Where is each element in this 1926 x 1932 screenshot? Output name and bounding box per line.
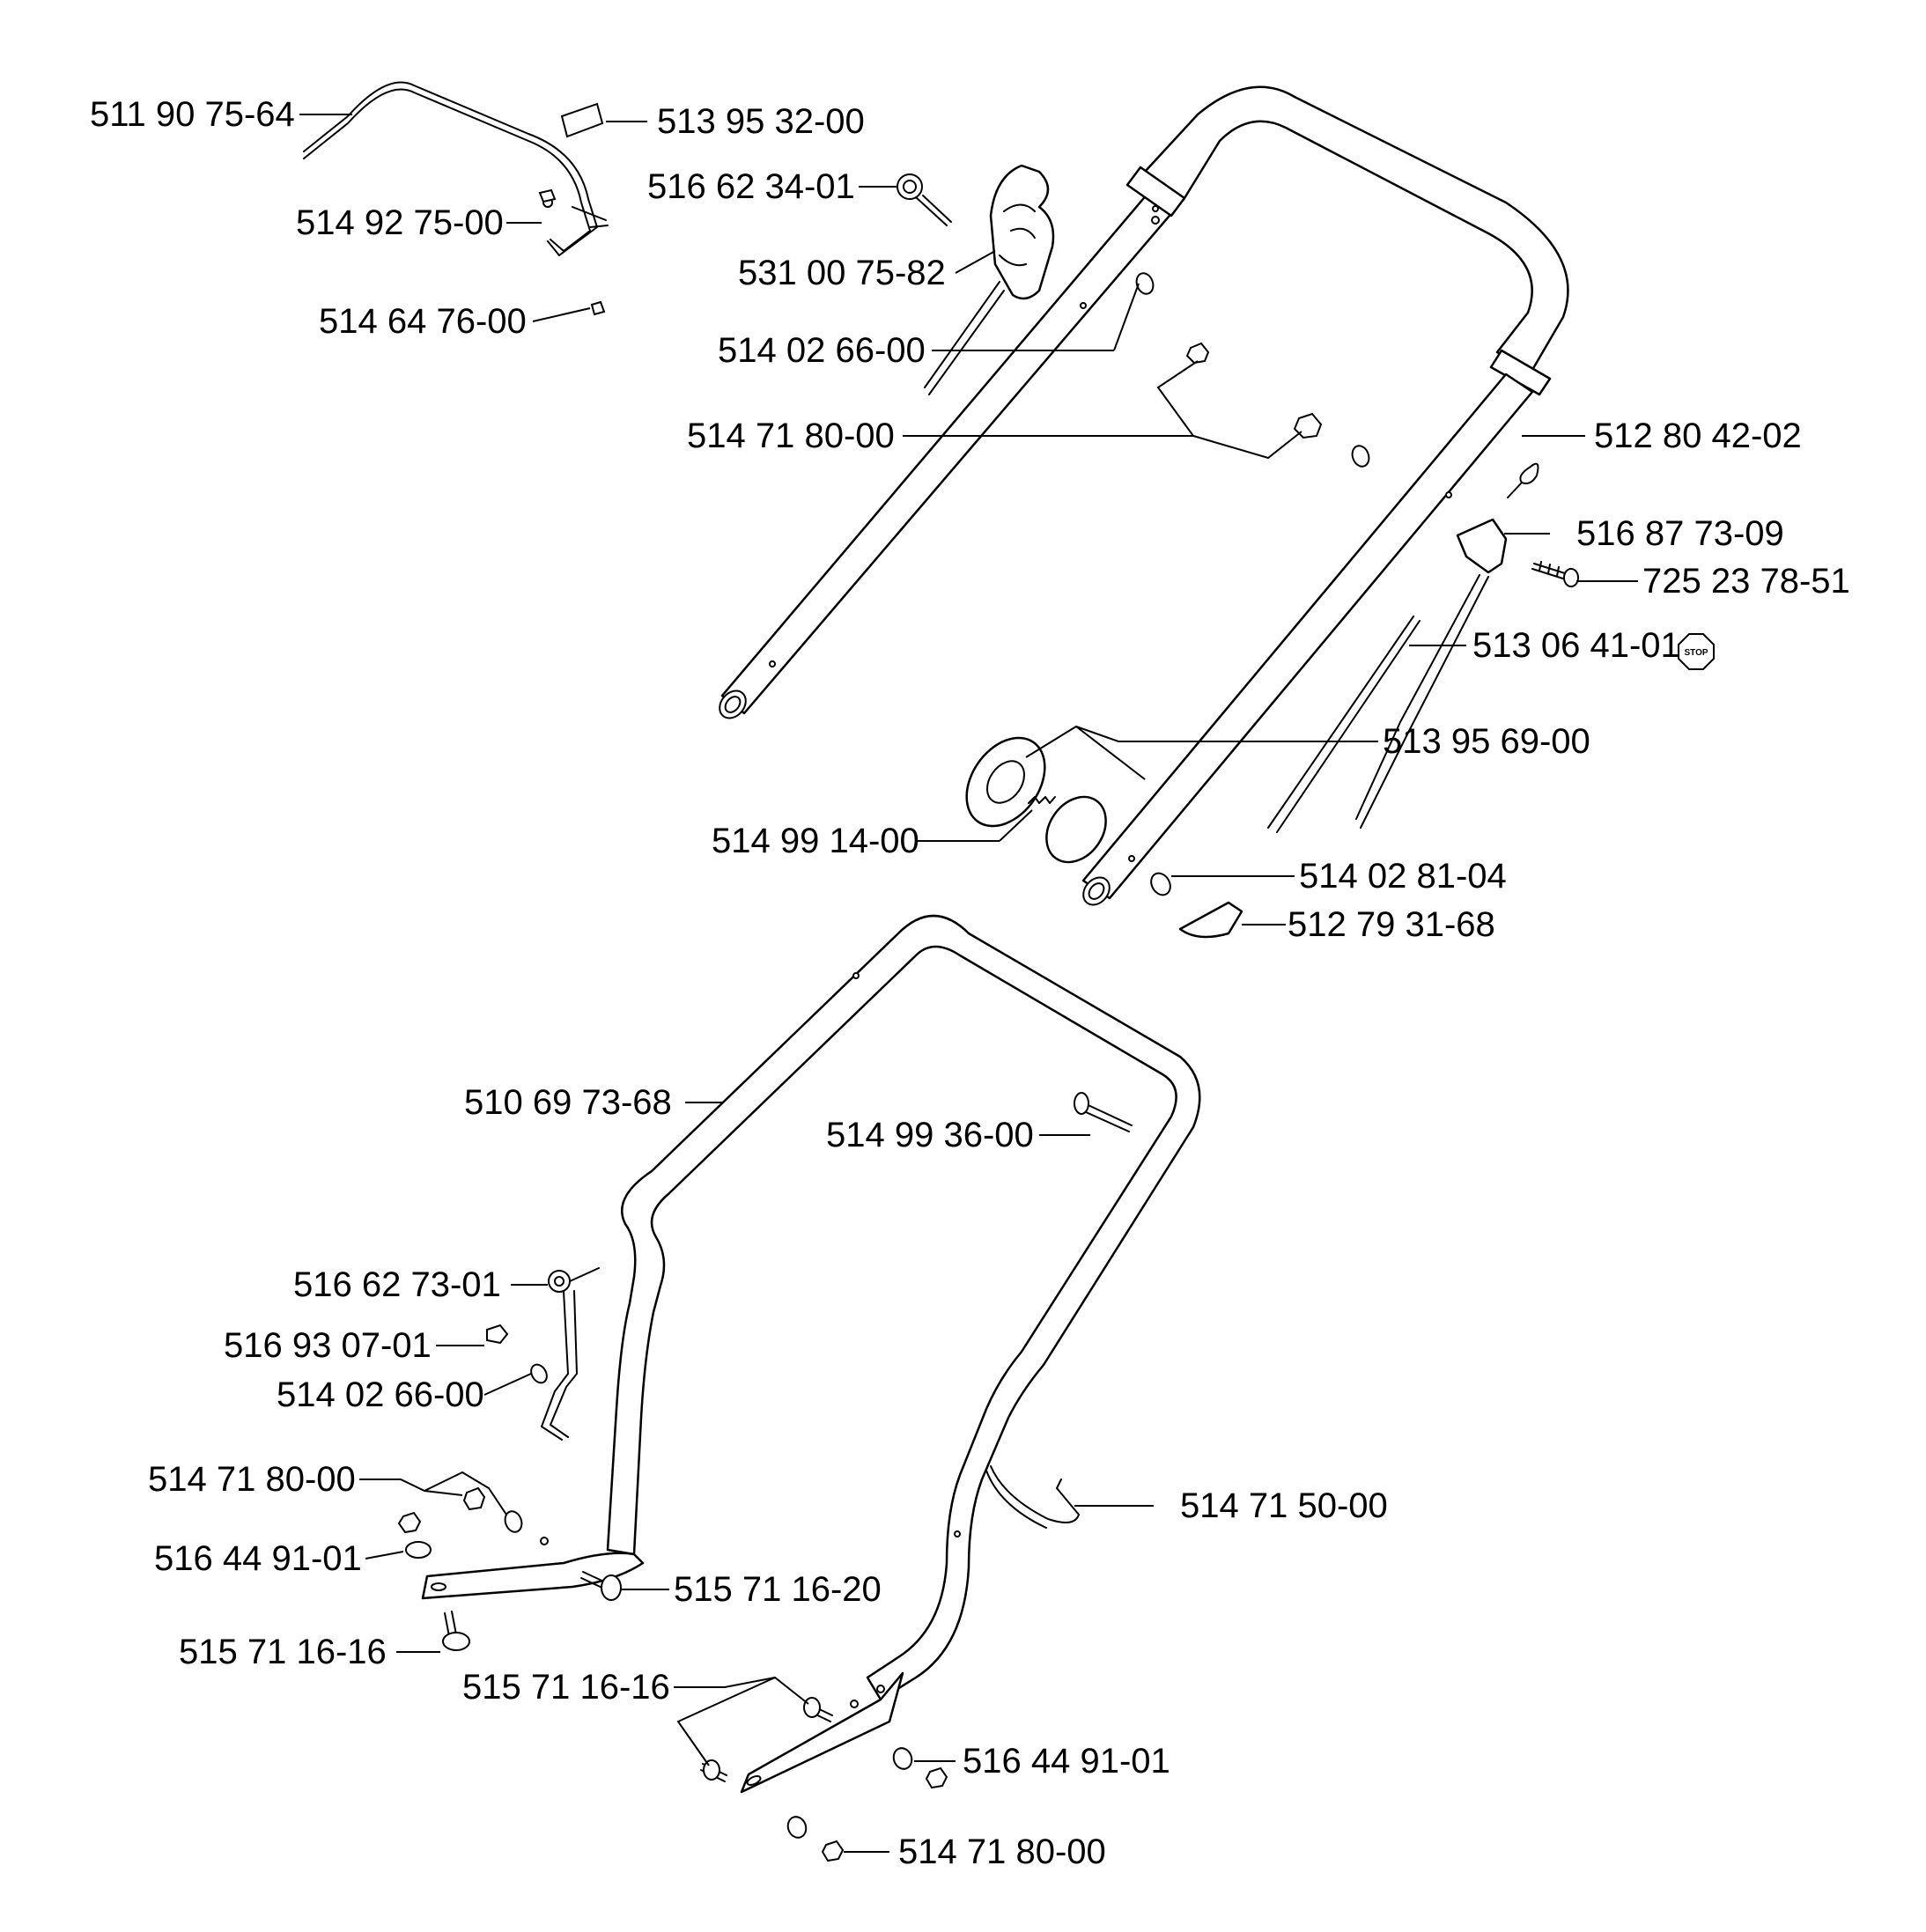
label-510-69-73-68: 510 69 73-68 — [464, 1083, 672, 1122]
lower-handle-drawing — [421, 914, 1201, 1794]
label-513-06-41-01: 513 06 41-01 — [1472, 626, 1680, 665]
washer-lower-drawing — [530, 1363, 548, 1384]
washer-right-drawing — [892, 1747, 913, 1770]
cable-eye-lower-drawing — [541, 1267, 600, 1441]
label-515-71-16-20: 515 71 16-20 — [674, 1570, 882, 1609]
label-514-02-66-00-lower: 514 02 66-00 — [277, 1375, 484, 1414]
label-516-87-73-09: 516 87 73-09 — [1576, 514, 1784, 553]
wedge-drawing — [1178, 901, 1243, 939]
pin-lower-drawing — [486, 1324, 509, 1345]
bail-wire-drawing — [303, 81, 609, 256]
label-516-44-91-01-left: 516 44 91-01 — [154, 1539, 362, 1578]
label-515-71-16-16-right: 515 71 16-16 — [462, 1668, 670, 1707]
upper-handle-drawing — [719, 85, 1569, 906]
washer-left-drawing — [405, 1541, 432, 1559]
label-514-99-36-00: 514 99 36-00 — [826, 1116, 1034, 1154]
locknut-upper-a-drawing — [1185, 342, 1210, 365]
label-511-90-75-64: 511 90 75-64 — [90, 95, 295, 134]
label-516-44-91-01-right: 516 44 91-01 — [963, 1742, 1170, 1781]
label-514-02-81-04: 514 02 81-04 — [1299, 857, 1507, 896]
label-516-62-34-01: 516 62 34-01 — [647, 167, 855, 206]
label-516-93-07-01: 516 93 07-01 — [224, 1326, 432, 1365]
label-531-00-75-82: 531 00 75-82 — [738, 254, 946, 292]
throttle-control-drawing — [924, 164, 1055, 395]
spring-drawing — [1028, 796, 1056, 804]
svg-text:STOP: STOP — [1684, 648, 1708, 658]
label-514-71-80-00-upper: 514 71 80-00 — [687, 417, 895, 455]
cable-eye-upper-drawing — [897, 173, 952, 226]
washer-upper-drawing — [1135, 272, 1155, 295]
label-514-92-75-00: 514 92 75-00 — [296, 203, 504, 242]
knob-kit-drawing — [965, 736, 1107, 864]
label-513-95-69-00: 513 95 69-00 — [1383, 722, 1590, 761]
label-516-62-73-01: 516 62 73-01 — [293, 1265, 501, 1304]
label-514-99-14-00: 514 99 14-00 — [712, 822, 919, 860]
cable-tie-drawing — [985, 1465, 1080, 1529]
label-512-80-42-02: 512 80 42-02 — [1594, 417, 1802, 455]
decal-drawing — [560, 102, 604, 138]
label-514-71-50-00: 514 71 50-00 — [1180, 1486, 1388, 1525]
locknut-left-a-drawing — [462, 1486, 486, 1511]
carriage-bolt-16-left-drawing — [444, 1611, 457, 1637]
label-514-64-76-00: 514 64 76-00 — [319, 302, 527, 341]
stop-symbol: STOP — [1678, 633, 1715, 670]
locknut-right-drawing — [821, 1840, 845, 1862]
label-725-23-78-51: 725 23 78-51 — [1642, 562, 1850, 601]
label-514-71-80-00-left: 514 71 80-00 — [148, 1460, 356, 1499]
label-512-79-31-68: 512 79 31-68 — [1288, 905, 1495, 944]
label-514-71-80-00-right: 514 71 80-00 — [898, 1832, 1106, 1871]
label-515-71-16-16-left: 515 71 16-16 — [179, 1633, 387, 1671]
leader-lines — [299, 114, 1638, 1853]
label-513-95-32-00: 513 95 32-00 — [657, 102, 865, 141]
label-514-02-66-00-upper: 514 02 66-00 — [718, 331, 926, 370]
cable-holder-drawing — [1267, 462, 1539, 833]
washer-knob-drawing — [1150, 872, 1171, 896]
screw-drawing — [1531, 561, 1568, 580]
